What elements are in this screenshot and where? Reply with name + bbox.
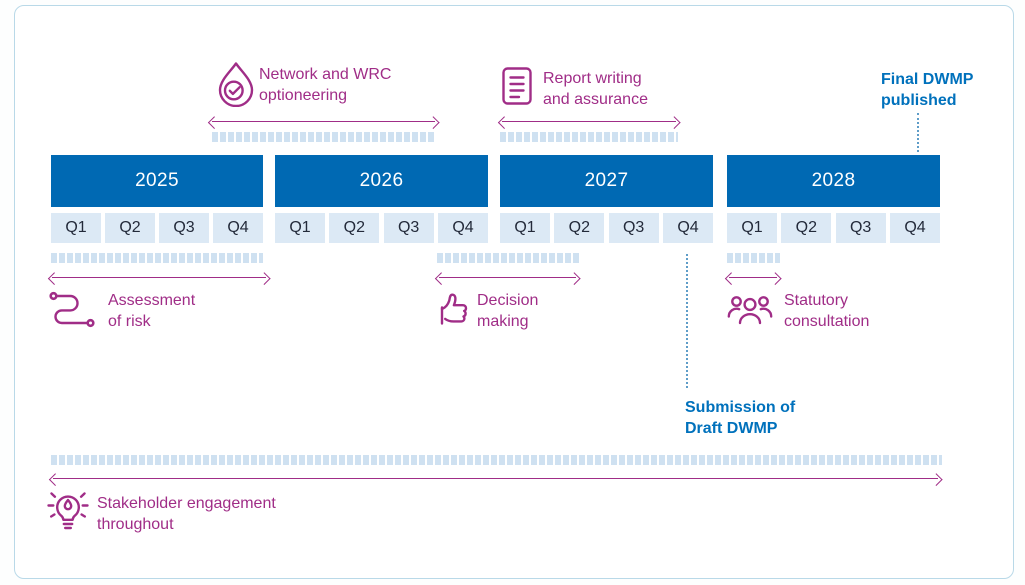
quarter-cell: Q4	[437, 213, 488, 243]
quarter-cell: Q1	[727, 213, 777, 243]
report-writing-range-arrow	[500, 116, 678, 127]
quarter-cell: Q2	[105, 213, 155, 243]
quarter-cell: Q1	[275, 213, 325, 243]
thumbs-up-icon	[438, 288, 470, 326]
stakeholder-label: Stakeholder engagement throughout	[97, 494, 276, 536]
network-optioneering-line1: Network and WRC	[259, 66, 392, 83]
quarter-row-2025: Q1 Q2 Q3 Q4	[51, 213, 263, 243]
lightbulb-icon	[46, 486, 90, 538]
stakeholder-range-arrow	[51, 473, 940, 484]
year-bar-2025: 2025	[51, 155, 263, 207]
stakeholder-range-bar	[51, 455, 942, 465]
quarter-cell: Q3	[608, 213, 659, 243]
year-label: 2025	[135, 170, 179, 191]
decision-label: Decision making	[477, 291, 538, 333]
network-optioneering-range-bar	[212, 132, 436, 142]
assessment-range-arrow	[50, 272, 268, 283]
quarter-cell: Q2	[329, 213, 380, 243]
year-bar-2026: 2026	[275, 155, 488, 207]
submission-line1: Submission of	[685, 399, 796, 416]
quarter-cell: Q3	[383, 213, 434, 243]
year-label: 2028	[811, 170, 856, 191]
decision-line1: Decision	[477, 292, 539, 309]
arrow-shaft	[729, 276, 777, 279]
final-dwmp-label: Final DWMP published	[881, 70, 973, 112]
quarter-cell: Q3	[159, 213, 209, 243]
quarter-cell: Q4	[662, 213, 713, 243]
arrow-shaft	[212, 120, 435, 123]
quarter-cell: Q4	[889, 213, 940, 243]
submission-label: Submission of Draft DWMP	[685, 398, 795, 440]
water-drop-check-icon	[217, 61, 255, 107]
quarter-cell: Q4	[213, 213, 263, 243]
year-bar-2028: 2028	[727, 155, 940, 207]
quarter-row-2027: Q1 Q2 Q3 Q4	[500, 213, 713, 243]
quarter-cell: Q1	[500, 213, 550, 243]
report-writing-line1: Report writing	[543, 70, 642, 87]
statutory-label: Statutory consultation	[784, 291, 869, 333]
network-optioneering-line2: optioneering	[259, 86, 348, 104]
assessment-line1: Assessment	[108, 292, 196, 309]
final-dwmp-marker-line	[917, 113, 919, 152]
year-label: 2027	[584, 170, 629, 191]
arrow-shaft	[439, 276, 576, 279]
quarter-row-2026: Q1 Q2 Q3 Q4	[275, 213, 488, 243]
final-dwmp-line1: Final DWMP	[881, 71, 974, 88]
statutory-line2: consultation	[784, 312, 870, 330]
decision-line2: making	[477, 312, 529, 330]
report-writing-range-bar	[500, 132, 678, 142]
assessment-range-bar	[51, 253, 263, 263]
report-writing-line2: and assurance	[543, 90, 648, 108]
people-icon	[727, 292, 773, 328]
final-dwmp-line2: published	[881, 91, 957, 109]
assessment-line2: of risk	[108, 312, 151, 330]
assessment-label: Assessment of risk	[108, 291, 195, 333]
quarter-cell: Q2	[554, 213, 605, 243]
route-icon	[48, 289, 98, 329]
network-optioneering-label: Network and WRC optioneering	[259, 65, 391, 107]
stakeholder-line1: Stakeholder engagement	[97, 495, 276, 512]
year-bar-2027: 2027	[500, 155, 713, 207]
report-writing-label: Report writing and assurance	[543, 69, 648, 111]
decision-range-arrow	[437, 272, 578, 283]
quarter-cell: Q1	[51, 213, 101, 243]
document-icon	[501, 66, 533, 106]
network-optioneering-range-arrow	[210, 116, 437, 127]
statutory-range-bar	[727, 253, 780, 263]
stakeholder-line2: throughout	[97, 515, 174, 533]
quarter-cell: Q3	[835, 213, 886, 243]
arrow-shaft	[52, 276, 266, 279]
submission-line2: Draft DWMP	[685, 419, 778, 437]
statutory-line1: Statutory	[784, 292, 849, 309]
statutory-range-arrow	[727, 272, 779, 283]
arrow-shaft	[502, 120, 676, 123]
decision-range-bar	[437, 253, 580, 263]
quarter-cell: Q2	[781, 213, 832, 243]
quarter-row-2028: Q1 Q2 Q3 Q4	[727, 213, 940, 243]
arrow-shaft	[53, 477, 938, 480]
submission-marker-line	[686, 254, 688, 388]
year-label: 2026	[359, 170, 404, 191]
